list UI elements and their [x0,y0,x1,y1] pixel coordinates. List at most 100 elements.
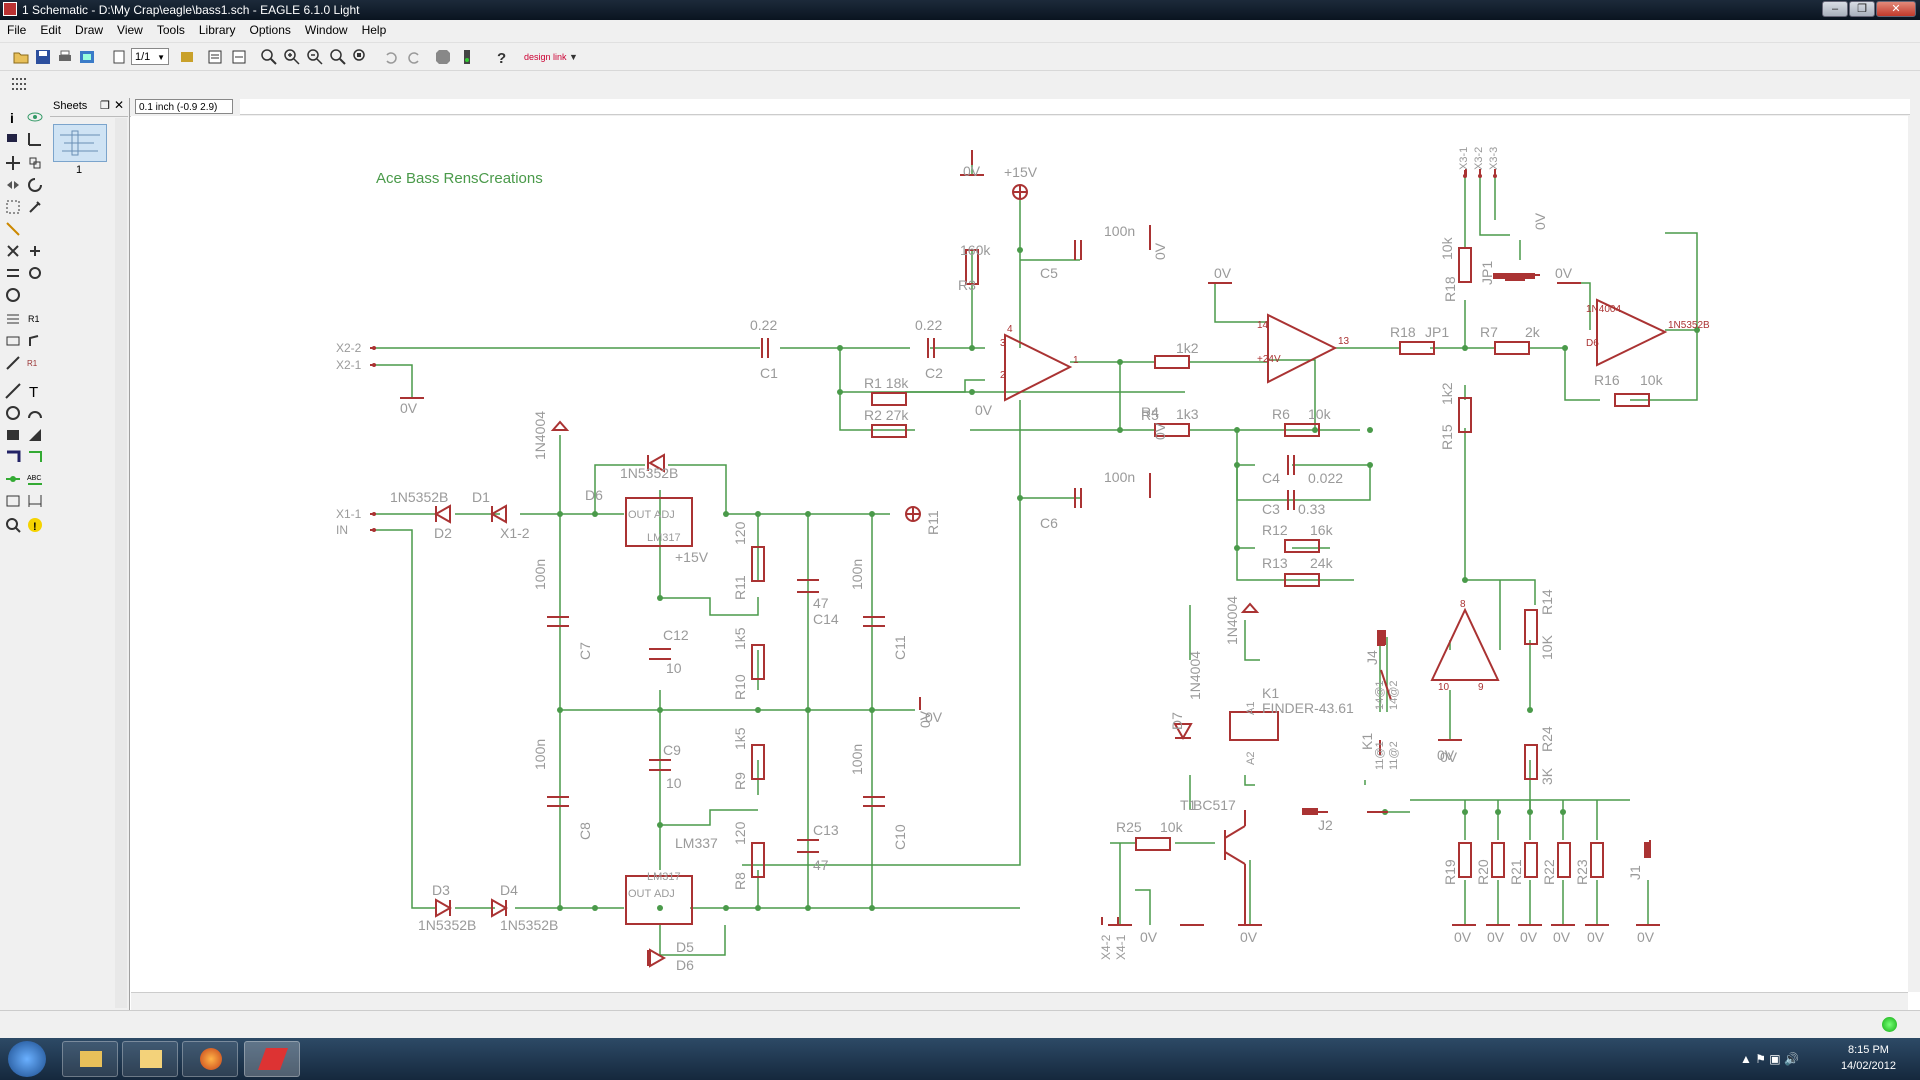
sheets-scrollbar[interactable] [115,118,127,1008]
taskbar-explorer[interactable] [62,1041,118,1077]
zoom-in-icon[interactable] [283,48,301,66]
vertical-scrollbar[interactable] [1908,116,1920,992]
rotate-icon[interactable] [26,176,44,194]
menu-library[interactable]: Library [198,23,236,37]
stop-icon[interactable] [434,48,452,66]
label-k1-sw: K1 [1359,733,1375,750]
menu-tools[interactable]: Tools [156,23,185,37]
start-button[interactable] [8,1041,46,1077]
copy-icon[interactable] [26,154,44,172]
eagle-icon [257,1048,289,1070]
zoom-select-icon[interactable] [352,48,370,66]
undock-icon[interactable]: ❐ [100,100,110,112]
minimize-button[interactable]: – [1822,1,1848,17]
label-in-1: OUT [628,509,652,521]
taskbar-notes[interactable] [122,1041,178,1077]
grid-icon[interactable] [10,76,28,94]
bus-icon[interactable] [4,448,22,466]
info-icon[interactable]: i [4,108,22,126]
junction-icon[interactable] [4,470,22,488]
pinswap-icon[interactable] [4,264,22,282]
split-wire-icon[interactable]: R1 [26,354,44,372]
designlink-button[interactable]: design link ▼ [524,52,578,62]
cam-icon[interactable] [78,48,96,66]
pin-7: 13 [1338,336,1350,347]
save-icon[interactable] [34,48,52,66]
undo-icon[interactable] [382,48,400,66]
polygon-icon[interactable] [26,426,44,444]
rect-icon[interactable] [4,426,22,444]
delete-icon[interactable] [4,242,22,260]
maximize-button[interactable]: ❐ [1849,1,1875,17]
menu-options[interactable]: Options [249,23,291,37]
display-icon[interactable] [4,130,22,148]
pin-4: 4 [1007,324,1013,335]
change-icon[interactable] [26,198,44,216]
zoom-redraw-icon[interactable] [329,48,347,66]
label-10k-3: 10k [1160,819,1184,835]
split-icon[interactable] [4,310,22,328]
horizontal-scrollbar[interactable] [131,992,1908,1011]
errors-icon[interactable]: ! [26,516,44,534]
label-1n5352b-4: 1N5352B [500,917,558,933]
attribute-icon[interactable] [4,492,22,510]
wire-icon[interactable] [4,382,22,400]
go-icon[interactable] [458,48,476,66]
value-icon[interactable] [4,332,22,350]
schematic-canvas[interactable]: Ace Bass RensCreations 0V +15V 100n C5 1… [131,116,1908,992]
paste-icon[interactable] [4,220,22,238]
text-icon[interactable]: T [26,382,44,400]
arc-icon[interactable] [26,404,44,422]
help-icon[interactable]: ? [492,48,510,66]
part-labels: 0V +15V 100n C5 160k R3 0.22 0.22 C1 C2 … [336,163,1664,973]
group-icon[interactable] [4,198,22,216]
label-d6: 1N5352B [620,465,678,481]
zoom-out-icon[interactable] [306,48,324,66]
mark-icon[interactable] [26,130,44,148]
menu-file[interactable]: File [7,23,27,37]
replace-icon[interactable] [26,264,44,282]
circle-icon[interactable] [4,404,22,422]
clock-time: 8:15 PM [1847,1044,1889,1056]
clock[interactable]: 8:15 PM 14/02/2012 [1841,1042,1896,1074]
menu-help[interactable]: Help [361,23,387,37]
label-out-1: ADJ [654,509,675,521]
open-icon[interactable] [12,48,30,66]
erc-icon[interactable] [4,516,22,534]
net-icon[interactable] [26,448,44,466]
label-c10: C10 [892,824,908,850]
use-library-icon[interactable] [178,48,196,66]
sheet-icon[interactable] [110,48,128,66]
sheet-thumbnail[interactable] [53,124,107,162]
script-icon[interactable] [206,48,224,66]
label-0v-r1: 0V [1152,422,1168,440]
label-10k-2: 10k [1640,372,1664,388]
close-button[interactable]: ✕ [1876,1,1916,17]
miter-icon[interactable] [4,354,22,372]
menu-view[interactable]: View [117,23,143,37]
add-icon[interactable] [26,242,44,260]
sheet-select[interactable]: 1/1▼ [131,48,169,65]
run-ulp-icon[interactable] [230,48,248,66]
move-icon[interactable] [4,154,22,172]
menu-window[interactable]: Window [304,23,348,37]
pin-9: 9 [1478,682,1484,693]
invoke-icon[interactable] [4,286,22,304]
mirror-icon[interactable] [4,176,22,194]
smash-icon[interactable] [26,332,44,350]
redo-icon[interactable] [405,48,423,66]
label-r5: R5 [1141,407,1159,423]
svg-text:R1: R1 [27,359,38,368]
menu-edit[interactable]: Edit [40,23,62,37]
zoom-fit-icon[interactable] [260,48,278,66]
command-line[interactable] [240,99,1910,115]
dimension-icon[interactable] [26,492,44,510]
label-icon[interactable]: ABC [26,470,44,488]
menu-draw[interactable]: Draw [75,23,104,37]
taskbar-eagle[interactable] [244,1041,300,1077]
panel-close-icon[interactable]: ✕ [114,98,125,112]
taskbar-firefox[interactable] [182,1041,238,1077]
show-icon[interactable] [26,108,44,126]
print-icon[interactable] [56,48,74,66]
name-icon[interactable]: R1 [26,310,44,328]
